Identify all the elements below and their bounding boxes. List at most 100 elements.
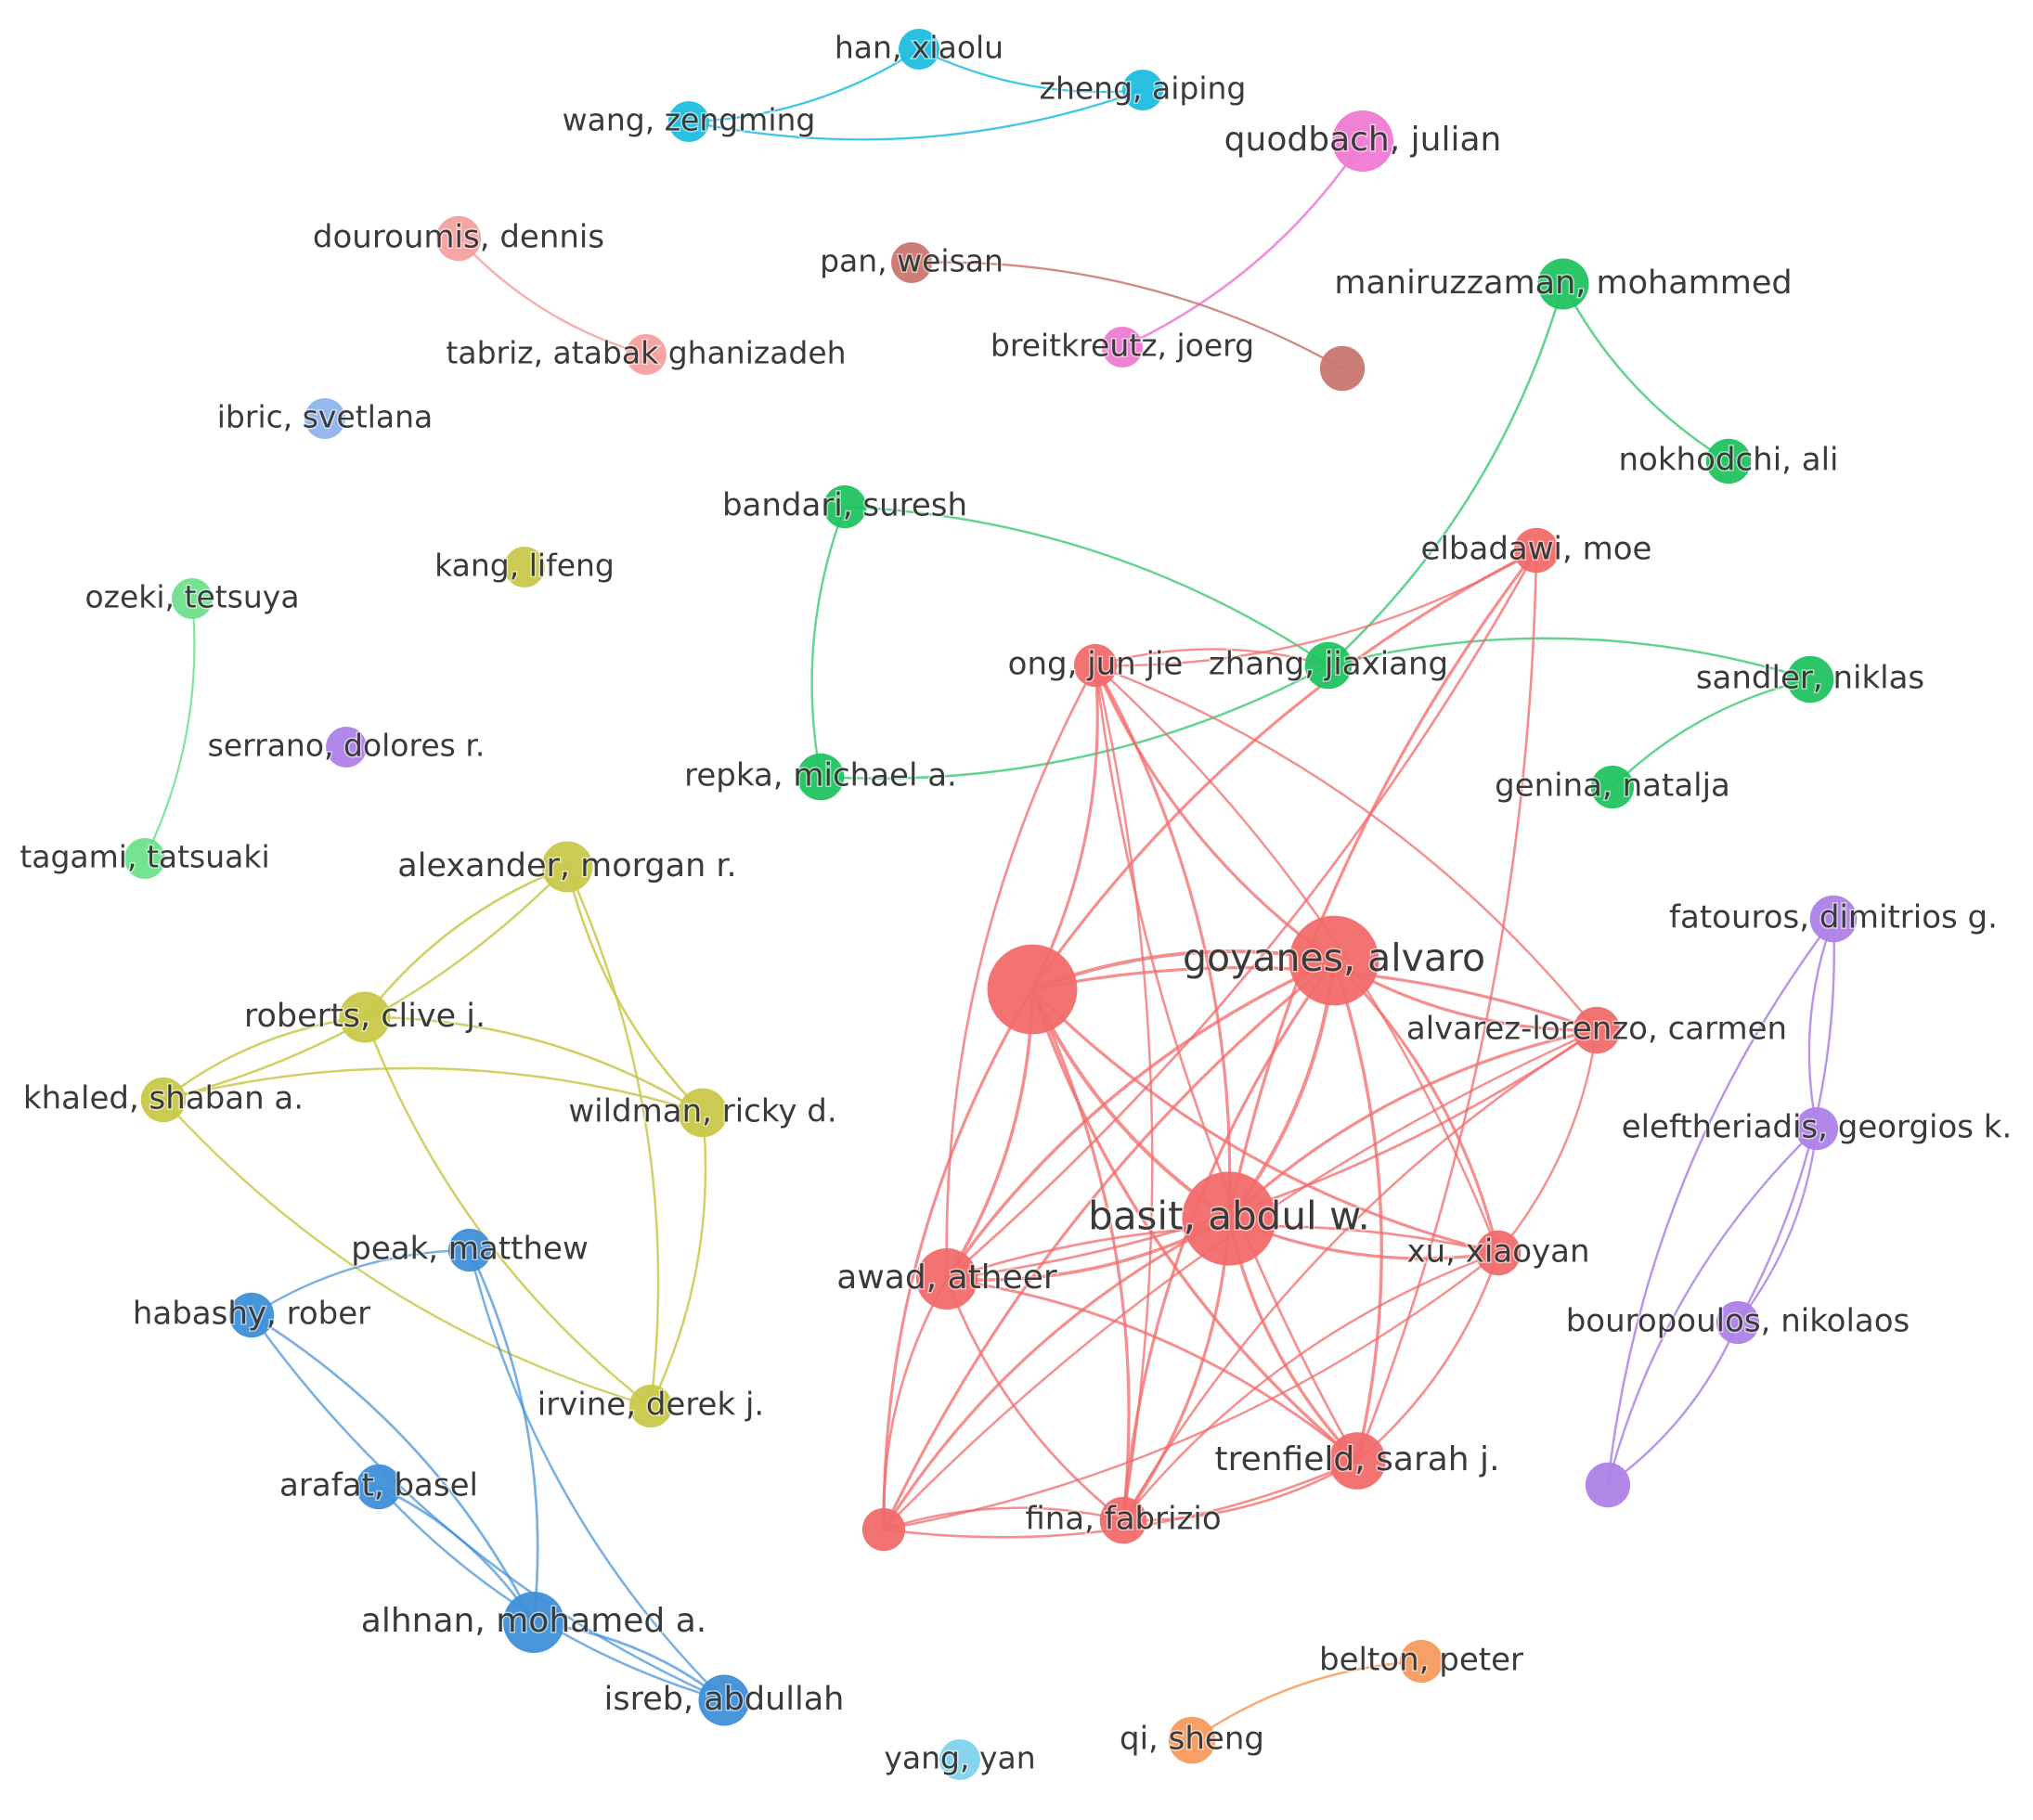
node-han[interactable] bbox=[899, 29, 939, 70]
node-quodbach[interactable] bbox=[1332, 110, 1393, 172]
node-label-xu: xu, xiaoyan bbox=[1407, 1233, 1590, 1271]
node-eleftheriadis[interactable] bbox=[1794, 1106, 1839, 1151]
edge-belton-qi bbox=[1190, 1659, 1423, 1742]
node-basit[interactable] bbox=[1182, 1171, 1276, 1266]
node-arafat[interactable] bbox=[356, 1464, 402, 1510]
node-label-basit: basit, abdul w. bbox=[1088, 1194, 1370, 1239]
node-qi[interactable] bbox=[1168, 1716, 1216, 1764]
node-brown_unl[interactable] bbox=[1319, 345, 1366, 392]
edge-alexander-khaled bbox=[162, 865, 569, 1102]
edge-roberts-irvine bbox=[363, 1015, 653, 1408]
node-purple_unl[interactable] bbox=[1585, 1462, 1631, 1508]
node-serrano[interactable] bbox=[326, 727, 367, 768]
node-alexander[interactable] bbox=[541, 841, 593, 893]
node-alvarez[interactable] bbox=[1573, 1006, 1621, 1054]
node-label-trenfield: trenfield, sarah j. bbox=[1214, 1440, 1499, 1478]
node-tagami[interactable] bbox=[124, 838, 165, 879]
edge-zheng-wang bbox=[687, 88, 1145, 141]
node-label-alhnan: alhnan, mohamed a. bbox=[361, 1602, 706, 1640]
edge-ozeki-tagami bbox=[143, 597, 196, 860]
edge-xu-red_unl bbox=[882, 1251, 1500, 1531]
node-bouropoulos[interactable] bbox=[1716, 1300, 1760, 1345]
edge-ong-zhang bbox=[1094, 648, 1330, 667]
node-belton[interactable] bbox=[1399, 1639, 1444, 1684]
edge-fina-red_unl bbox=[882, 1506, 1125, 1531]
edge-roberts-wildman bbox=[363, 1015, 705, 1115]
node-label-arafat: arafat, basel bbox=[279, 1467, 478, 1504]
node-elbadawi[interactable] bbox=[1513, 527, 1560, 574]
node-label-yang: yang, yan bbox=[884, 1740, 1035, 1776]
node-label-ong: ong, jun jie bbox=[1008, 646, 1184, 683]
edge-habashy-alhnan bbox=[250, 1313, 536, 1624]
node-ibric[interactable] bbox=[304, 398, 345, 439]
node-label-tagami: tagami, tatsuaki bbox=[19, 839, 269, 875]
node-isreb[interactable] bbox=[698, 1674, 750, 1726]
edge-fatouros-purple_unl bbox=[1606, 917, 1835, 1487]
edge-roberts-khaled bbox=[162, 1015, 367, 1102]
node-wildman[interactable] bbox=[678, 1088, 728, 1138]
node-label-fatouros: fatouros, dimitrios g. bbox=[1669, 899, 1998, 936]
node-label-kang: kang, lifeng bbox=[434, 548, 615, 584]
edge-awad-fina bbox=[945, 1277, 1125, 1522]
node-alhnan[interactable] bbox=[503, 1592, 564, 1653]
node-sandler[interactable] bbox=[1786, 655, 1834, 703]
node-yang[interactable] bbox=[939, 1739, 980, 1780]
edge-arafat-isreb bbox=[377, 1485, 726, 1702]
node-roberts[interactable] bbox=[339, 991, 391, 1043]
edge-gaisford-ong bbox=[1030, 664, 1099, 991]
node-peak[interactable] bbox=[447, 1228, 492, 1272]
edge-awad-red_unl bbox=[882, 1277, 949, 1531]
edge-maniruzzaman-nokhodchi bbox=[1561, 282, 1730, 463]
node-label-awad: awad, atheer bbox=[836, 1259, 1057, 1297]
edge-alexander-roberts bbox=[363, 865, 569, 1019]
edge-awad-trenfield bbox=[945, 1277, 1359, 1463]
node-fatouros[interactable] bbox=[1809, 895, 1858, 943]
node-genina[interactable] bbox=[1590, 765, 1635, 809]
node-xu[interactable] bbox=[1475, 1230, 1522, 1276]
node-trenfield[interactable] bbox=[1328, 1432, 1386, 1490]
node-label-repka: repka, michael a. bbox=[684, 757, 957, 794]
node-zhang[interactable] bbox=[1304, 641, 1353, 690]
node-fina[interactable] bbox=[1099, 1496, 1147, 1544]
node-habashy[interactable] bbox=[228, 1292, 275, 1338]
edge-peak-alhnan bbox=[468, 1248, 539, 1624]
node-label-alexander: alexander, morgan r. bbox=[397, 847, 736, 884]
node-label-pan: pan, weisan bbox=[820, 243, 1004, 279]
edge-pan-brown_unl bbox=[910, 261, 1344, 370]
edge-goyanes-xu bbox=[1332, 959, 1500, 1255]
edge-awad-alvarez bbox=[945, 1028, 1599, 1281]
node-ozeki[interactable] bbox=[172, 578, 213, 619]
node-bandari[interactable] bbox=[822, 484, 867, 529]
node-tabriz[interactable] bbox=[626, 334, 667, 375]
node-kang[interactable] bbox=[504, 547, 545, 587]
node-wang[interactable] bbox=[668, 101, 709, 142]
node-douroumis[interactable] bbox=[435, 215, 482, 262]
node-label-goyanes: goyanes, alvaro bbox=[1183, 936, 1485, 980]
edge-repka-zhang bbox=[819, 664, 1330, 781]
edge-fina-alvarez bbox=[1121, 1028, 1599, 1522]
node-label-ozeki: ozeki, tetsuya bbox=[84, 579, 299, 615]
node-goyanes[interactable] bbox=[1288, 915, 1379, 1006]
node-nokhodchi[interactable] bbox=[1705, 438, 1752, 484]
edge-fatouros-eleftheriadis bbox=[1807, 917, 1835, 1130]
node-khaled[interactable] bbox=[140, 1077, 187, 1123]
node-label-serrano: serrano, dolores r. bbox=[208, 728, 486, 764]
node-layer bbox=[124, 29, 1858, 1780]
node-maniruzzaman[interactable] bbox=[1537, 258, 1589, 310]
node-label-wildman: wildman, ricky d. bbox=[568, 1093, 836, 1130]
node-irvine[interactable] bbox=[628, 1384, 673, 1428]
edge-douroumis-tabriz bbox=[457, 237, 648, 356]
node-breitkreutz[interactable] bbox=[1102, 327, 1143, 368]
node-zheng[interactable] bbox=[1122, 70, 1163, 110]
node-pan[interactable] bbox=[891, 242, 932, 283]
node-awad[interactable] bbox=[916, 1248, 978, 1310]
edge-trenfield-ong bbox=[1094, 664, 1359, 1463]
node-gaisford[interactable] bbox=[987, 944, 1078, 1035]
node-label-isreb: isreb, abdullah bbox=[604, 1681, 845, 1718]
edge-basit-alvarez bbox=[1227, 1028, 1599, 1220]
node-repka[interactable] bbox=[796, 753, 845, 801]
node-red_unl[interactable] bbox=[861, 1507, 906, 1552]
edge-peak-isreb bbox=[468, 1248, 726, 1702]
node-ong[interactable] bbox=[1073, 643, 1118, 688]
